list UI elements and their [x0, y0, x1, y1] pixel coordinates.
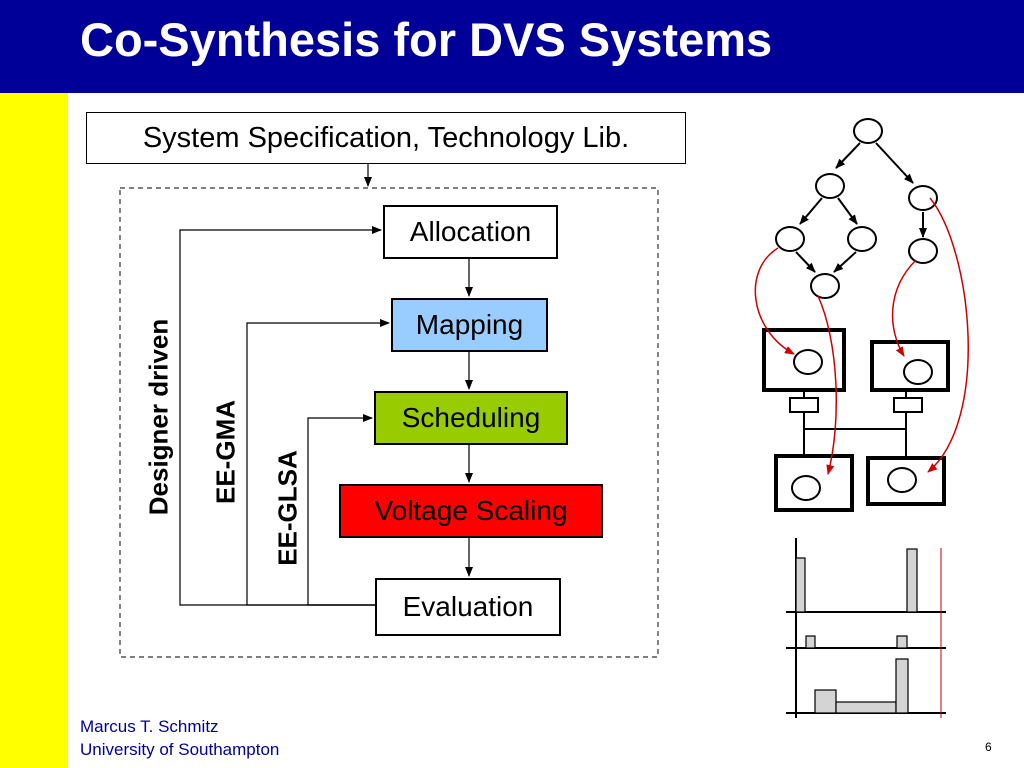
task-node: [847, 226, 877, 252]
architecture: [762, 328, 950, 512]
slide-title: Co-Synthesis for DVS Systems: [80, 13, 773, 66]
page-number: 6: [985, 740, 992, 754]
processing-element: [870, 340, 950, 392]
task-node: [815, 173, 845, 199]
title-bar: Co-Synthesis for DVS Systems: [0, 0, 1024, 93]
loop-ee-gma: [246, 319, 390, 606]
scheduling-box: Scheduling: [374, 391, 568, 445]
system-specification-box: System Specification, Technology Lib.: [86, 112, 686, 164]
processing-element: [774, 454, 854, 512]
task-node: [810, 273, 840, 299]
voltage-scaling-box: Voltage Scaling: [339, 484, 603, 538]
task-node: [853, 118, 883, 144]
mapping-arrows: [754, 197, 969, 475]
task-node: [775, 226, 805, 252]
footer-author: Marcus T. Schmitz: [80, 717, 219, 736]
designer-driven-label: Designer driven: [143, 318, 174, 516]
evaluation-box: Evaluation: [375, 578, 561, 636]
ee-glsa-label: EE-GLSA: [272, 450, 303, 566]
sidebar-accent: [0, 93, 68, 768]
footer-affiliation: University of Southampton: [80, 740, 280, 759]
ee-gma-label: EE-GMA: [210, 400, 241, 504]
schedule-chart: [786, 538, 946, 718]
task-node: [908, 185, 938, 211]
mapping-box: Mapping: [391, 298, 548, 352]
loop-ee-glsa: [307, 414, 375, 606]
task-graph-edges: [795, 142, 927, 273]
task-node: [908, 238, 938, 264]
allocation-box: Allocation: [383, 205, 558, 259]
